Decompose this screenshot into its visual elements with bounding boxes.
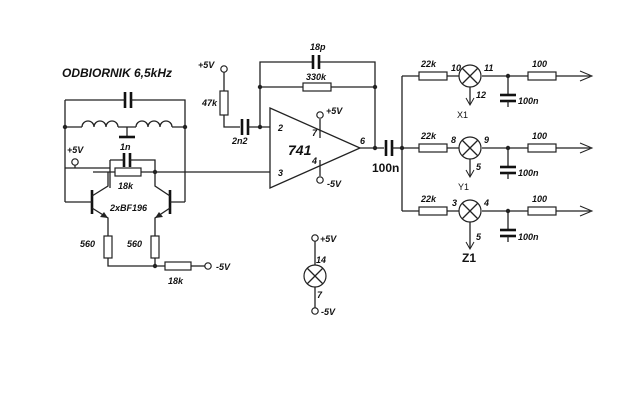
vminus-bottom-label: -5V xyxy=(216,262,231,272)
pin-6-label: 6 xyxy=(360,136,366,146)
capacitor-100n-coupling xyxy=(384,140,394,156)
lamp-1-pin-11: 11 xyxy=(484,63,493,73)
lamp-3-pin-3: 3 xyxy=(452,198,457,208)
resistor-560-left-label: 560 xyxy=(80,239,95,249)
capacitor-2n2 xyxy=(240,119,250,135)
lamp-2-pin-9: 9 xyxy=(484,135,489,145)
output-y1-label: Y1 xyxy=(458,182,469,192)
resistor-560-right-label: 560 xyxy=(127,239,142,249)
lamp-3-icon xyxy=(458,199,482,223)
lamp-4-pin-14: 14 xyxy=(316,255,326,265)
capacitor-100n-2-label: 100n xyxy=(518,168,539,178)
resistor-47k-label: 47k xyxy=(201,98,218,108)
resistor-47k xyxy=(219,90,229,116)
vplus-op-terminal xyxy=(316,111,324,119)
lamp-1-icon xyxy=(458,64,482,88)
resistor-100-1 xyxy=(527,71,557,81)
vminus-op-terminal xyxy=(316,176,324,184)
vplus-47k-terminal xyxy=(220,65,228,73)
lamp-3-pin-4: 4 xyxy=(483,198,489,208)
output-x1-label: X1 xyxy=(457,110,468,120)
capacitor-100n-3-label: 100n xyxy=(518,232,539,242)
pin-7-label: 7 xyxy=(312,128,318,138)
vminus-lamp-label: -5V xyxy=(321,307,336,317)
lamp-2-pin-5: 5 xyxy=(476,162,482,172)
capacitor-1n xyxy=(121,153,133,167)
resistor-560-left xyxy=(103,235,113,259)
lamp-3-pin-5: 5 xyxy=(476,232,482,242)
capacitor-100n-1-label: 100n xyxy=(518,96,539,106)
vplus-lamp-label: +5V xyxy=(320,234,337,244)
capacitor-18p xyxy=(311,55,321,69)
vminus-bottom-terminal xyxy=(204,262,212,270)
resistor-18k-bottom-label: 18k xyxy=(168,276,184,286)
vplus-left-label: +5V xyxy=(67,145,84,155)
resistor-330k-label: 330k xyxy=(306,72,327,82)
capacitor-2n2-label: 2n2 xyxy=(231,136,248,146)
resistor-100-2 xyxy=(527,143,557,153)
vplus-47k-label: +5V xyxy=(198,60,215,70)
vminus-lamp-terminal xyxy=(311,307,319,315)
opamp-741-label: 741 xyxy=(288,142,312,158)
resistor-100-1-label: 100 xyxy=(532,59,547,69)
capacitor-100n-coupling-label: 100n xyxy=(372,161,399,175)
output-z1-label: Z1 xyxy=(462,251,476,265)
lamp-2-pin-8: 8 xyxy=(451,135,456,145)
lamp-2-icon xyxy=(458,136,482,160)
vminus-op-label: -5V xyxy=(327,179,342,189)
resistor-22k-3 xyxy=(418,206,448,216)
pin-2-label: 2 xyxy=(277,123,283,133)
lamp-1-pin-12: 12 xyxy=(476,90,486,100)
transistor-left xyxy=(65,172,109,238)
resistor-18k-bottom xyxy=(164,261,192,271)
transistors-label: 2xBF196 xyxy=(109,203,148,213)
resistor-22k-2 xyxy=(418,143,448,153)
resistor-18k-feedback xyxy=(114,167,142,177)
resistor-22k-2-label: 22k xyxy=(420,131,437,141)
resistor-22k-3-label: 22k xyxy=(420,194,437,204)
vplus-lamp-terminal xyxy=(311,234,319,242)
resistor-330k xyxy=(302,82,332,92)
resistor-560-right xyxy=(150,235,160,259)
opamp-741 xyxy=(269,106,362,190)
resistor-100-3 xyxy=(527,206,557,216)
resistor-100-2-label: 100 xyxy=(532,131,547,141)
capacitor-1n-label: 1n xyxy=(120,142,131,152)
resistor-100-3-label: 100 xyxy=(532,194,547,204)
pin-4-label: 4 xyxy=(311,156,317,166)
resistor-18k-feedback-label: 18k xyxy=(118,181,134,191)
vplus-op-label: +5V xyxy=(326,106,343,116)
lamp-4-pin-7: 7 xyxy=(317,290,323,300)
transistor-right xyxy=(154,172,185,238)
capacitor-18p-label: 18p xyxy=(310,42,326,52)
resistor-22k-1-label: 22k xyxy=(420,59,437,69)
lamp-1-pin-10: 10 xyxy=(451,63,461,73)
pin-3-label: 3 xyxy=(278,168,283,178)
receiver-title: ODBIORNIK 6,5kHz xyxy=(62,66,172,80)
vplus-left-terminal xyxy=(71,158,79,166)
resistor-22k-1 xyxy=(418,71,448,81)
inductor-coil xyxy=(81,120,173,128)
lamp-4-icon xyxy=(303,264,327,288)
tank-capacitor xyxy=(120,92,136,108)
